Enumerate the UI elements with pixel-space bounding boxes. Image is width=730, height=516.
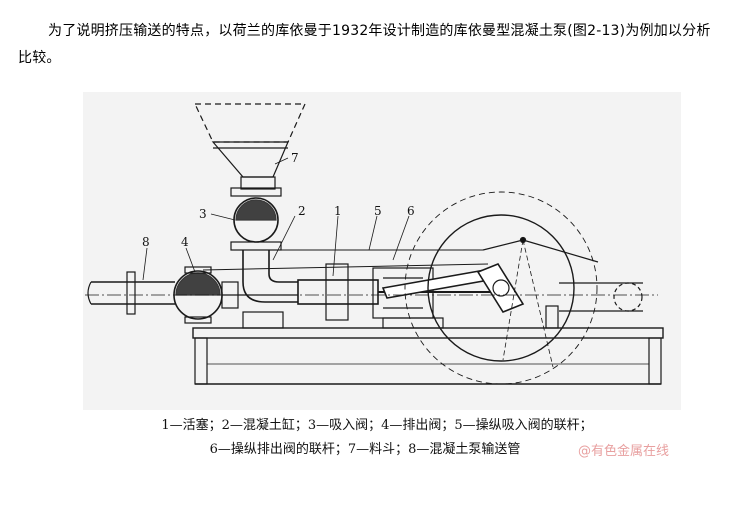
figure-labels: 7 3 2 1 5 6 4 8 <box>142 151 415 249</box>
leader-8 <box>142 247 148 281</box>
cylinder-flange <box>325 263 349 321</box>
figure-label-3: 3 <box>199 207 207 221</box>
support-block-mid <box>382 317 444 329</box>
linkage-pivot <box>519 236 527 244</box>
figure-label-5: 5 <box>374 204 382 218</box>
discharge-valve-flange-bottom <box>184 316 212 324</box>
linkage-lever-b <box>522 239 599 263</box>
leader-4 <box>185 247 196 273</box>
body-paragraph: 为了说明挤压输送的特点，以荷兰的库依曼于1932年设计制造的库依曼型混凝土泵(图… <box>18 18 718 72</box>
delivery-pipe-break <box>87 281 92 305</box>
pump-lines <box>85 103 664 385</box>
cylinder-elbow-outer <box>242 250 298 303</box>
suction-valve-core <box>235 199 277 221</box>
crank-arm <box>476 263 525 313</box>
flywheel <box>427 214 575 362</box>
hopper-neck <box>240 176 276 190</box>
leader-1 <box>332 215 339 277</box>
figure-label-2: 2 <box>298 204 306 218</box>
figure-label-4: 4 <box>181 235 189 249</box>
caption-line-1: 1—活塞；2—混凝土缸；3—吸入阀；4—排出阀；5—操纵吸入阀的联杆； <box>161 418 593 433</box>
figure-background <box>83 92 681 410</box>
linkage-lever-a <box>482 239 524 251</box>
leader-6 <box>392 215 410 261</box>
caption-line-2: 6—操纵排出阀的联杆；7—料斗；8—混凝土泵输送管 <box>209 442 521 457</box>
figure-label-7: 7 <box>291 151 299 165</box>
figure-label-8: 8 <box>142 235 150 249</box>
pipe-flange <box>126 271 136 315</box>
discharge-valve-linkage-6 <box>202 263 489 271</box>
suction-valve-flange-top <box>230 187 282 197</box>
leader-3 <box>210 213 236 221</box>
concrete-pump-figure: 7 3 2 1 5 6 4 8 <box>83 92 681 410</box>
leader-2 <box>272 215 296 261</box>
flywheel-hub <box>492 279 510 297</box>
linkage-dashed-b <box>522 239 554 368</box>
linkage-dashed-a <box>502 239 524 361</box>
leader-7 <box>274 157 289 165</box>
figure-label-1: 1 <box>334 204 342 218</box>
support-block-left <box>242 311 284 329</box>
cylinder-elbow-inner <box>268 250 298 283</box>
suction-valve-flange-bottom <box>230 241 282 251</box>
leader-5 <box>368 215 378 251</box>
paragraph-text: 为了说明挤压输送的特点，以荷兰的库依曼于1932年设计制造的库依曼型混凝土泵(图… <box>18 23 711 66</box>
concrete-pump-drawing: 7 3 2 1 5 6 4 8 <box>83 92 681 410</box>
figure-label-6: 6 <box>407 204 415 218</box>
watermark: @有色金属在线 <box>578 444 670 459</box>
leader-lines <box>142 157 410 281</box>
